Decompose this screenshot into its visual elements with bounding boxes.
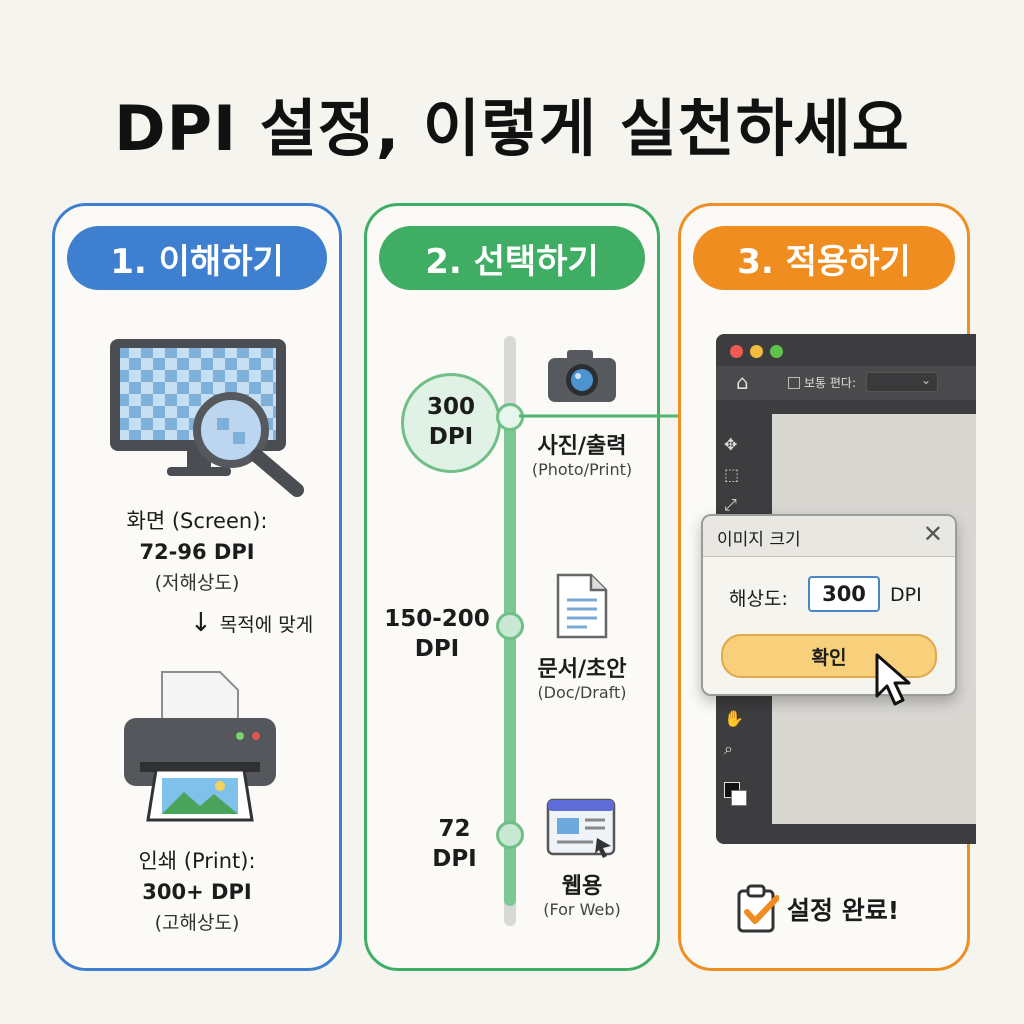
done-label: 설정 완료! bbox=[787, 896, 900, 925]
dpi-slider-fill bbox=[504, 416, 516, 906]
dpi-72-unit: DPI bbox=[432, 846, 477, 872]
dpi-150-value: 150-200 bbox=[384, 606, 490, 632]
photo-sub: (Photo/Print) bbox=[531, 460, 633, 479]
print-title: 인쇄 (Print): bbox=[138, 849, 256, 873]
down-arrow-icon: ↓ bbox=[190, 608, 212, 638]
step-card-choose: 2. 선택하기 300 DPI 150-200 DPI 72 DPI 사진/출력… bbox=[364, 203, 696, 971]
move-tool-icon[interactable]: ✥ bbox=[724, 435, 738, 454]
doc-label: 문서/초안 bbox=[537, 657, 627, 682]
screen-title: 화면 (Screen): bbox=[126, 509, 268, 533]
dialog-title: 이미지 크기 bbox=[717, 530, 801, 550]
editor-toolbar: ⌂ 보통 편다: ⌄ bbox=[716, 366, 976, 400]
done-row: 설정 완료! bbox=[735, 884, 899, 934]
dpi-300-unit: DPI bbox=[428, 424, 474, 450]
window-close-dot[interactable] bbox=[730, 345, 743, 358]
screen-note: (저해상도) bbox=[154, 572, 240, 594]
dpi-150-unit: DPI bbox=[414, 636, 460, 662]
dpi-300-value: 300 bbox=[426, 394, 475, 420]
purpose-arrow: ↓ 목적에 맞게 bbox=[190, 608, 313, 638]
doc-sub: (Doc/Draft) bbox=[537, 683, 627, 702]
selection-arrow bbox=[519, 406, 696, 426]
hand-tool-icon[interactable]: ✋ bbox=[724, 709, 744, 728]
step-pill-3: 3. 적용하기 bbox=[693, 226, 955, 290]
step-card-understand: 1. 이해하기 화면 (Screen): 72-96 DPI (저해상도) ↓ … bbox=[52, 203, 342, 971]
resolution-label: 해상도: bbox=[729, 588, 788, 610]
window-maximize-dot[interactable] bbox=[770, 345, 783, 358]
web-sub: (For Web) bbox=[543, 900, 621, 919]
step-pill-2: 2. 선택하기 bbox=[379, 226, 645, 290]
step-pill-1: 1. 이해하기 bbox=[67, 226, 327, 290]
zoom-tool-icon[interactable]: ⌕ bbox=[724, 739, 733, 758]
resolution-input[interactable]: 300 bbox=[808, 576, 880, 612]
image-size-dialog: 이미지 크기 ✕ 해상도: 300 DPI 확인 bbox=[701, 514, 957, 696]
print-dpi-value: 300+ DPI bbox=[142, 880, 252, 904]
printer-icon bbox=[124, 671, 276, 822]
dialog-header: 이미지 크기 ✕ bbox=[703, 516, 955, 557]
resolution-unit: DPI bbox=[890, 584, 922, 606]
photo-label: 사진/출력 bbox=[537, 434, 627, 459]
toolbar-checkbox[interactable] bbox=[788, 377, 800, 389]
web-label: 웹용 bbox=[561, 874, 603, 899]
lasso-tool-icon[interactable]: ⤢ bbox=[724, 495, 737, 514]
document-icon bbox=[556, 573, 608, 639]
background-color-swatch[interactable] bbox=[731, 790, 747, 806]
web-page-icon bbox=[546, 798, 616, 858]
slider-node-72[interactable] bbox=[496, 821, 524, 849]
screen-dpi-value: 72-96 DPI bbox=[139, 540, 255, 564]
print-note: (고해상도) bbox=[154, 912, 240, 934]
home-icon[interactable]: ⌂ bbox=[736, 370, 749, 394]
step-card-apply: 3. 적용하기 ⌂ 보통 편다: ⌄ ✥ ⬚ ⤢ ✋ ⌕ 이미지 크기 ✕ 해상… bbox=[678, 203, 976, 971]
clipboard-check-icon bbox=[737, 884, 779, 933]
magnifier-icon bbox=[193, 392, 304, 497]
ok-button[interactable]: 확인 bbox=[721, 634, 937, 678]
window-minimize-dot[interactable] bbox=[750, 345, 763, 358]
slider-node-150[interactable] bbox=[496, 612, 524, 640]
toolbar-text: 보통 편다: bbox=[804, 376, 857, 390]
dpi-72-value: 72 bbox=[438, 816, 471, 842]
page-title: DPI 설정, 이렇게 실천하세요 bbox=[114, 92, 910, 165]
mouse-cursor-icon bbox=[875, 653, 911, 706]
purpose-note: 목적에 맞게 bbox=[219, 613, 314, 636]
toolbar-dropdown[interactable]: ⌄ bbox=[866, 372, 938, 392]
close-icon[interactable]: ✕ bbox=[922, 520, 943, 548]
camera-icon bbox=[548, 350, 616, 402]
tool-panel-lower: ✋ ⌕ bbox=[724, 704, 744, 764]
marquee-tool-icon[interactable]: ⬚ bbox=[724, 465, 740, 484]
tool-panel: ✥ ⬚ ⤢ bbox=[724, 430, 739, 520]
